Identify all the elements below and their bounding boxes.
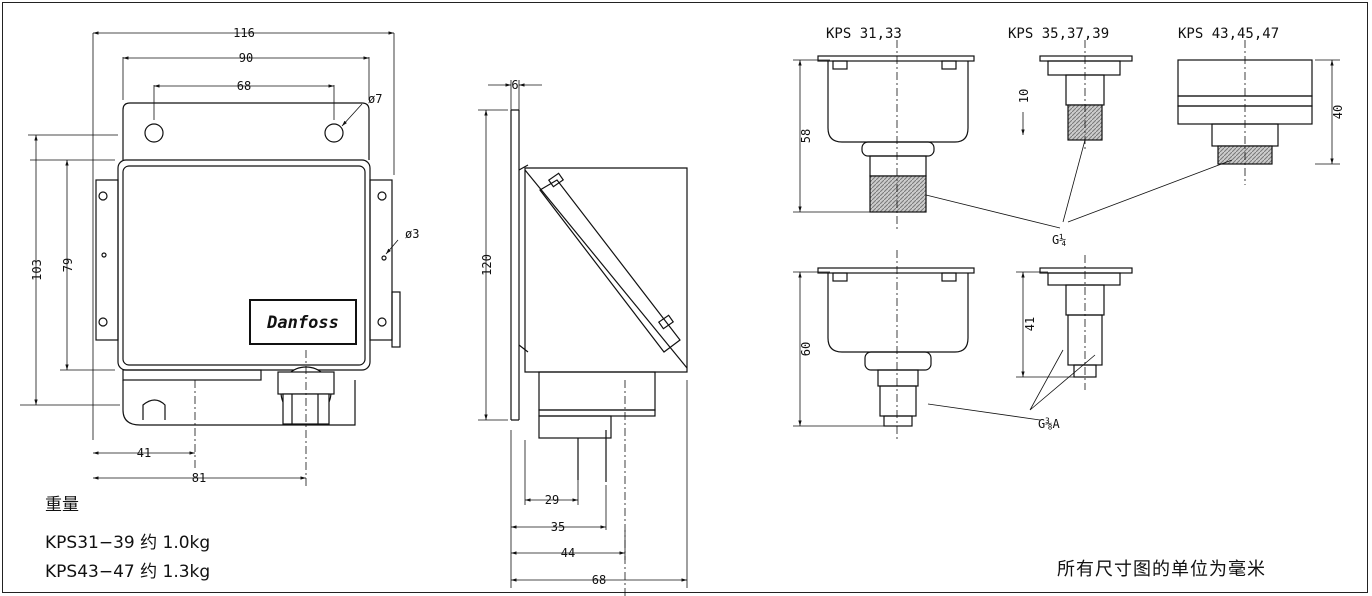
label-kps43-45-47: KPS 43,45,47 bbox=[1178, 26, 1279, 42]
side-cover bbox=[539, 179, 681, 353]
dim-29: 29 bbox=[545, 493, 559, 507]
side-view bbox=[478, 80, 688, 596]
dim-68: 68 bbox=[237, 79, 251, 93]
connector-kps35-body bbox=[1047, 60, 1121, 76]
bottom-bracket bbox=[122, 380, 356, 426]
weight-kps43-47: KPS43−47 约 1.3kg bbox=[45, 562, 211, 582]
side-flange-left bbox=[95, 179, 119, 341]
dim-35: 35 bbox=[551, 520, 565, 534]
dim-81: 81 bbox=[192, 471, 206, 485]
dim-40: 40 bbox=[1331, 105, 1345, 119]
thread-g14: G¼ bbox=[1052, 233, 1066, 247]
side-bracket bbox=[510, 109, 520, 421]
dim-41: 41 bbox=[137, 446, 151, 460]
dim-44: 44 bbox=[561, 546, 575, 560]
dim-68-side: 68 bbox=[592, 573, 606, 587]
dim-58: 58 bbox=[799, 129, 813, 143]
connector-g38a-bellows bbox=[827, 273, 969, 353]
logo-plate bbox=[249, 299, 357, 345]
connector-kps31-bellows bbox=[827, 61, 969, 143]
dim-116: 116 bbox=[233, 26, 255, 40]
connector-g38a-kps35 bbox=[1047, 272, 1121, 286]
dim-hole-7: ø7 bbox=[368, 92, 382, 106]
dim-103: 103 bbox=[30, 259, 44, 281]
side-flange-right bbox=[369, 179, 393, 341]
dim-120: 120 bbox=[480, 254, 494, 276]
dim-10: 10 bbox=[1017, 89, 1031, 103]
thread-g38a: G⅜A bbox=[1038, 417, 1060, 431]
dim-79: 79 bbox=[61, 258, 75, 272]
switch-housing bbox=[117, 159, 371, 371]
front-view bbox=[20, 31, 401, 488]
dim-6: 6 bbox=[511, 78, 518, 92]
mounting-bracket-top bbox=[122, 102, 370, 160]
weight-title: 重量 bbox=[45, 495, 79, 515]
connection-details bbox=[793, 40, 1340, 440]
mounting-hole-left bbox=[144, 123, 164, 143]
mounting-hole-right bbox=[324, 123, 344, 143]
units-note: 所有尺寸图的单位为毫米 bbox=[1057, 559, 1266, 580]
danfoss-logo: Danfoss bbox=[266, 313, 339, 333]
dim-90: 90 bbox=[239, 51, 253, 65]
side-housing bbox=[524, 167, 688, 373]
label-kps35-37-39: KPS 35,37,39 bbox=[1008, 26, 1109, 42]
dim-60: 60 bbox=[799, 342, 813, 356]
dim-hole-3: ø3 bbox=[405, 227, 419, 241]
weight-kps31-39: KPS31−39 约 1.0kg bbox=[45, 533, 211, 553]
label-kps31-33: KPS 31,33 bbox=[826, 26, 902, 42]
dim-41-connection: 41 bbox=[1023, 317, 1037, 331]
